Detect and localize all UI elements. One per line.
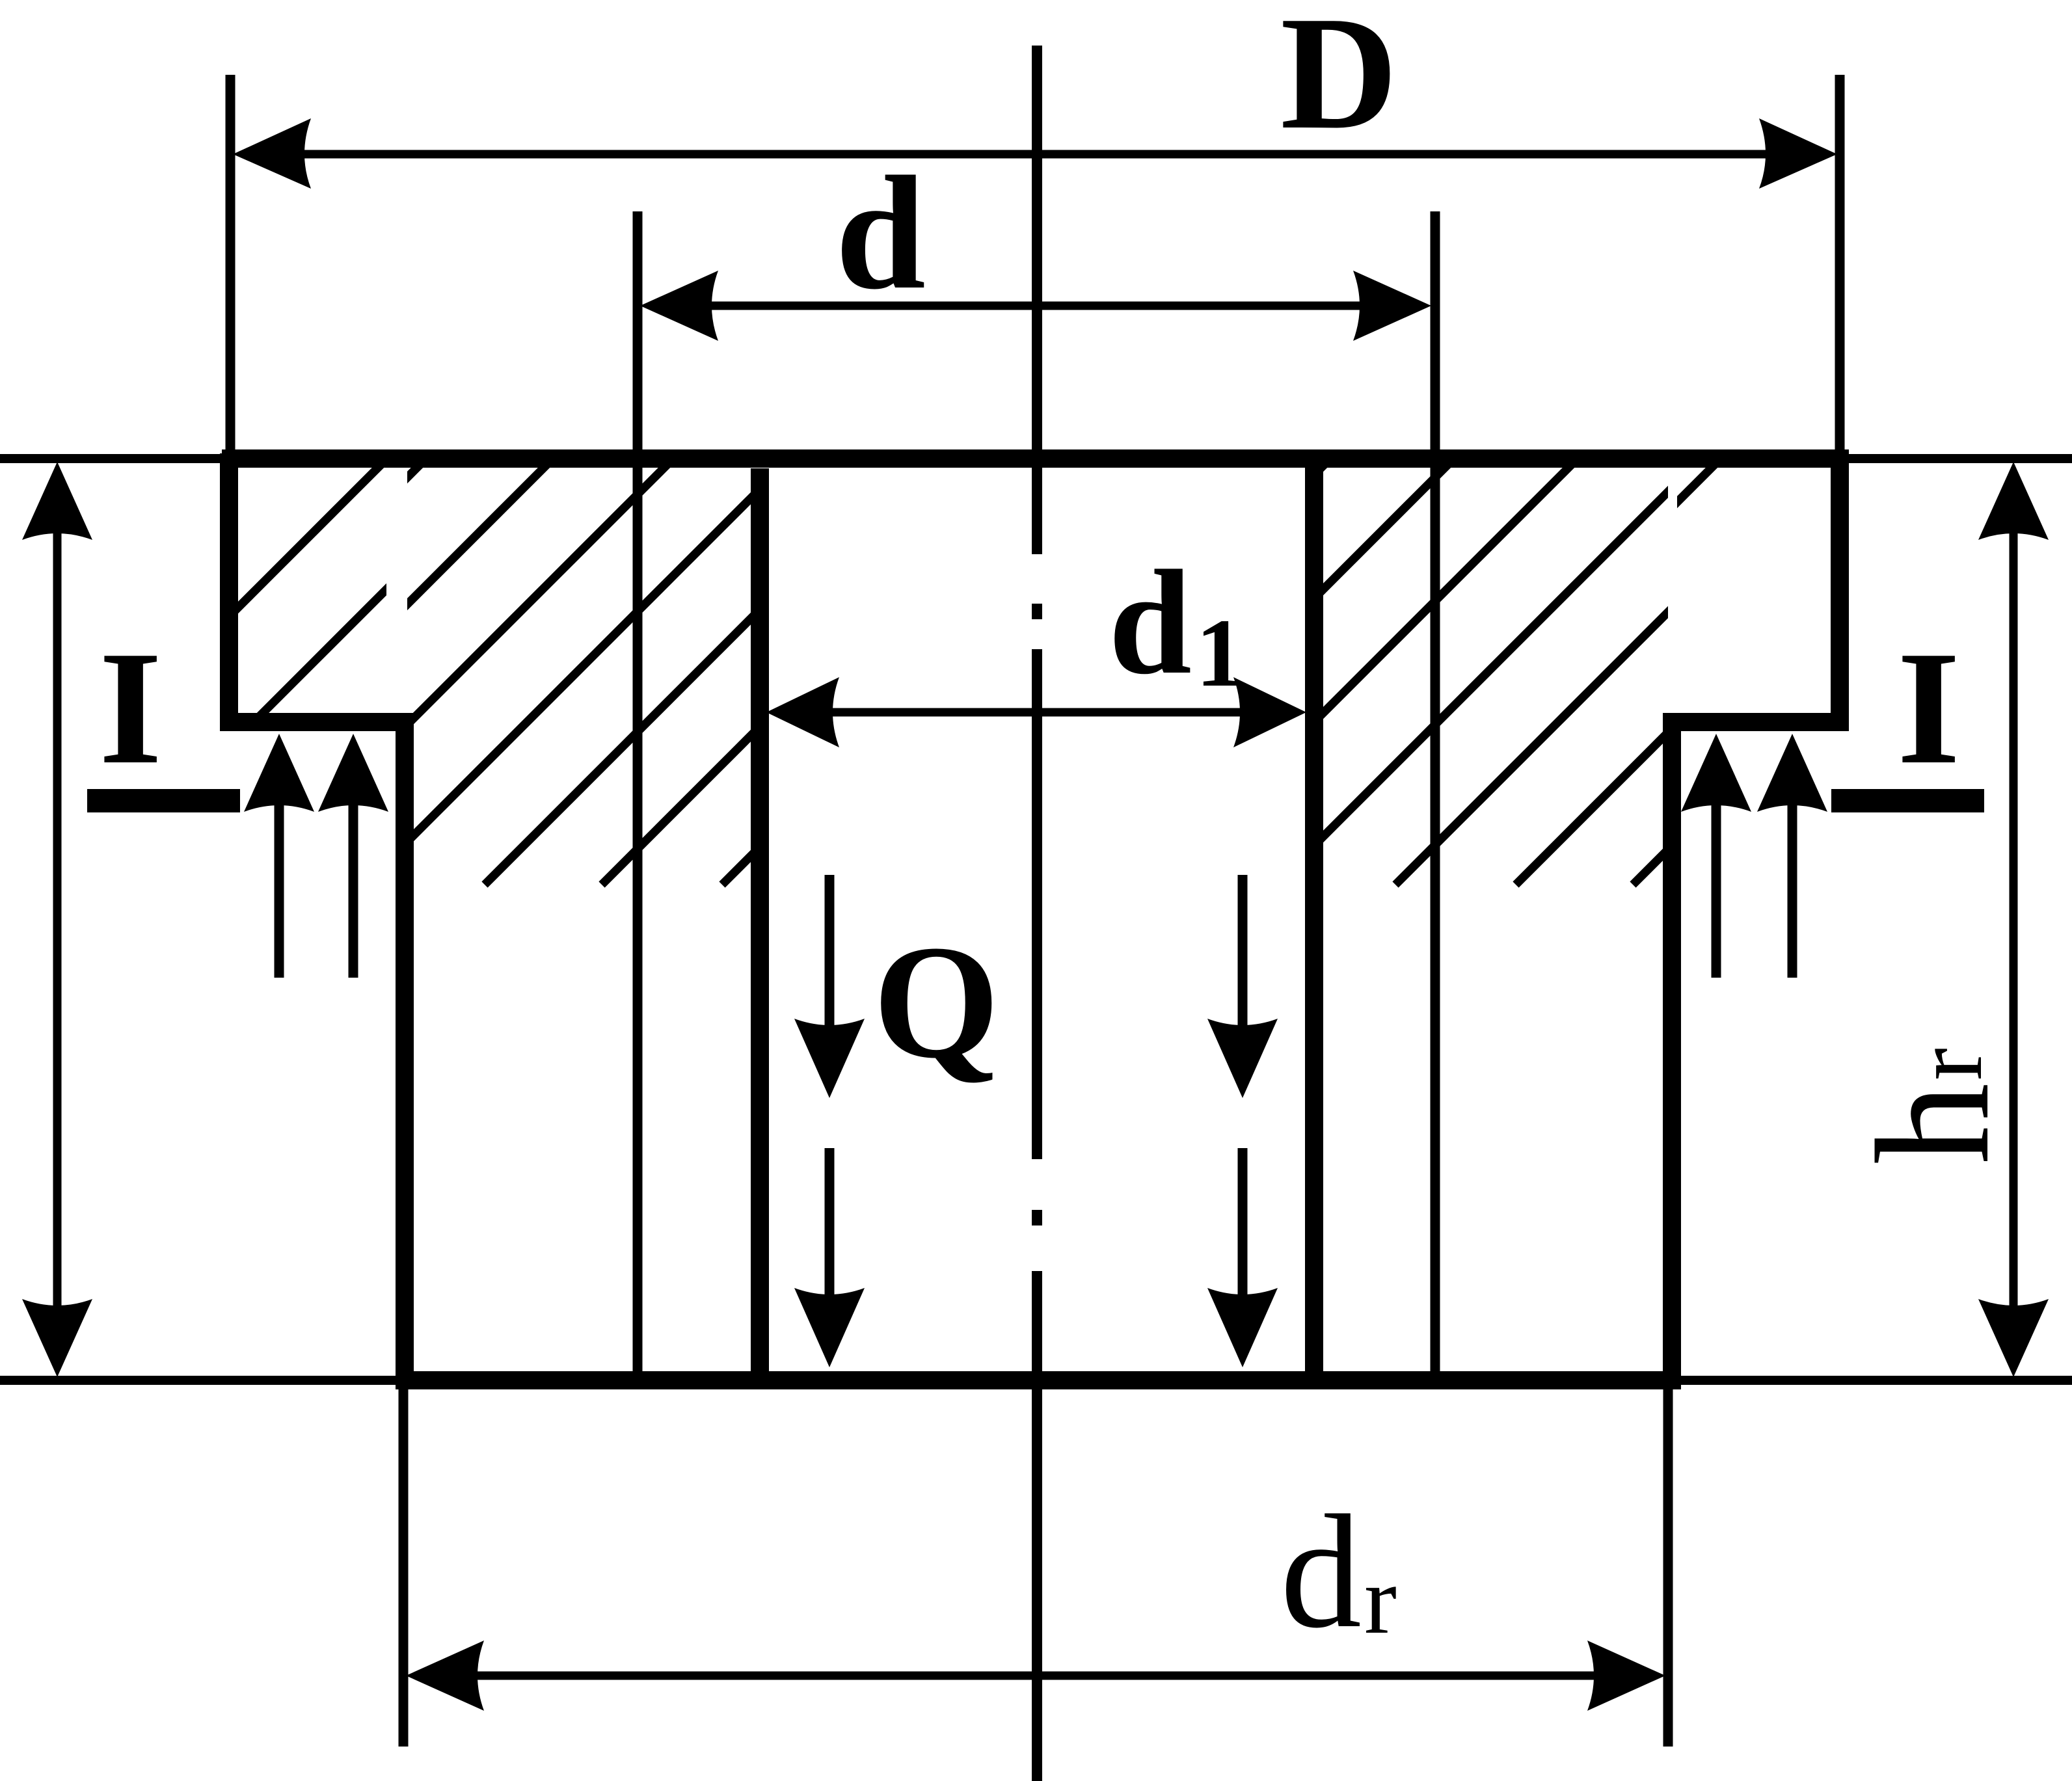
reaction-arrow-right-1 [1681,734,1751,978]
label-dr: dr [1280,1482,1397,1662]
dimension-d [640,271,1431,341]
label-dr-main: d [1280,1482,1362,1662]
label-hr: hr [1843,1048,2023,1164]
label-hr-main: h [1843,1083,2023,1164]
dimensions [22,118,2049,1711]
reaction-arrow-right-2 [1757,734,1827,978]
label-hr-subscript: r [1894,1048,2002,1080]
label-d: d [835,143,926,323]
dimension-hr-left [22,462,92,1377]
label-dr-subscript: r [1364,1546,1397,1654]
dimension-D [233,118,1837,189]
label-I-left: I [99,618,162,798]
q-arrow-left-upper [794,875,865,1098]
label-d1: d1 [1109,539,1245,707]
reaction-arrow-left-2 [318,734,388,978]
label-D: D [1280,0,1398,163]
load-arrows [244,734,1827,1367]
q-arrow-right-lower [1207,1148,1278,1367]
dimension-dr [406,1640,1665,1711]
hatch-right-flange [1677,463,1723,509]
label-d1-main: d [1109,539,1192,705]
q-arrow-right-upper [1207,875,1278,1098]
extension-lines [225,75,1845,1747]
q-arrow-left-lower [794,1148,865,1367]
left-flange-step [220,713,414,1389]
dimension-hr-right [1978,462,2049,1377]
label-I-right: I [1897,618,1960,798]
label-Q: Q [873,912,999,1092]
dimension-d1 [766,677,1306,747]
reaction-arrow-left-1 [244,734,314,978]
right-flange-step [1663,713,1840,1389]
label-d1-subscript: 1 [1196,599,1245,707]
